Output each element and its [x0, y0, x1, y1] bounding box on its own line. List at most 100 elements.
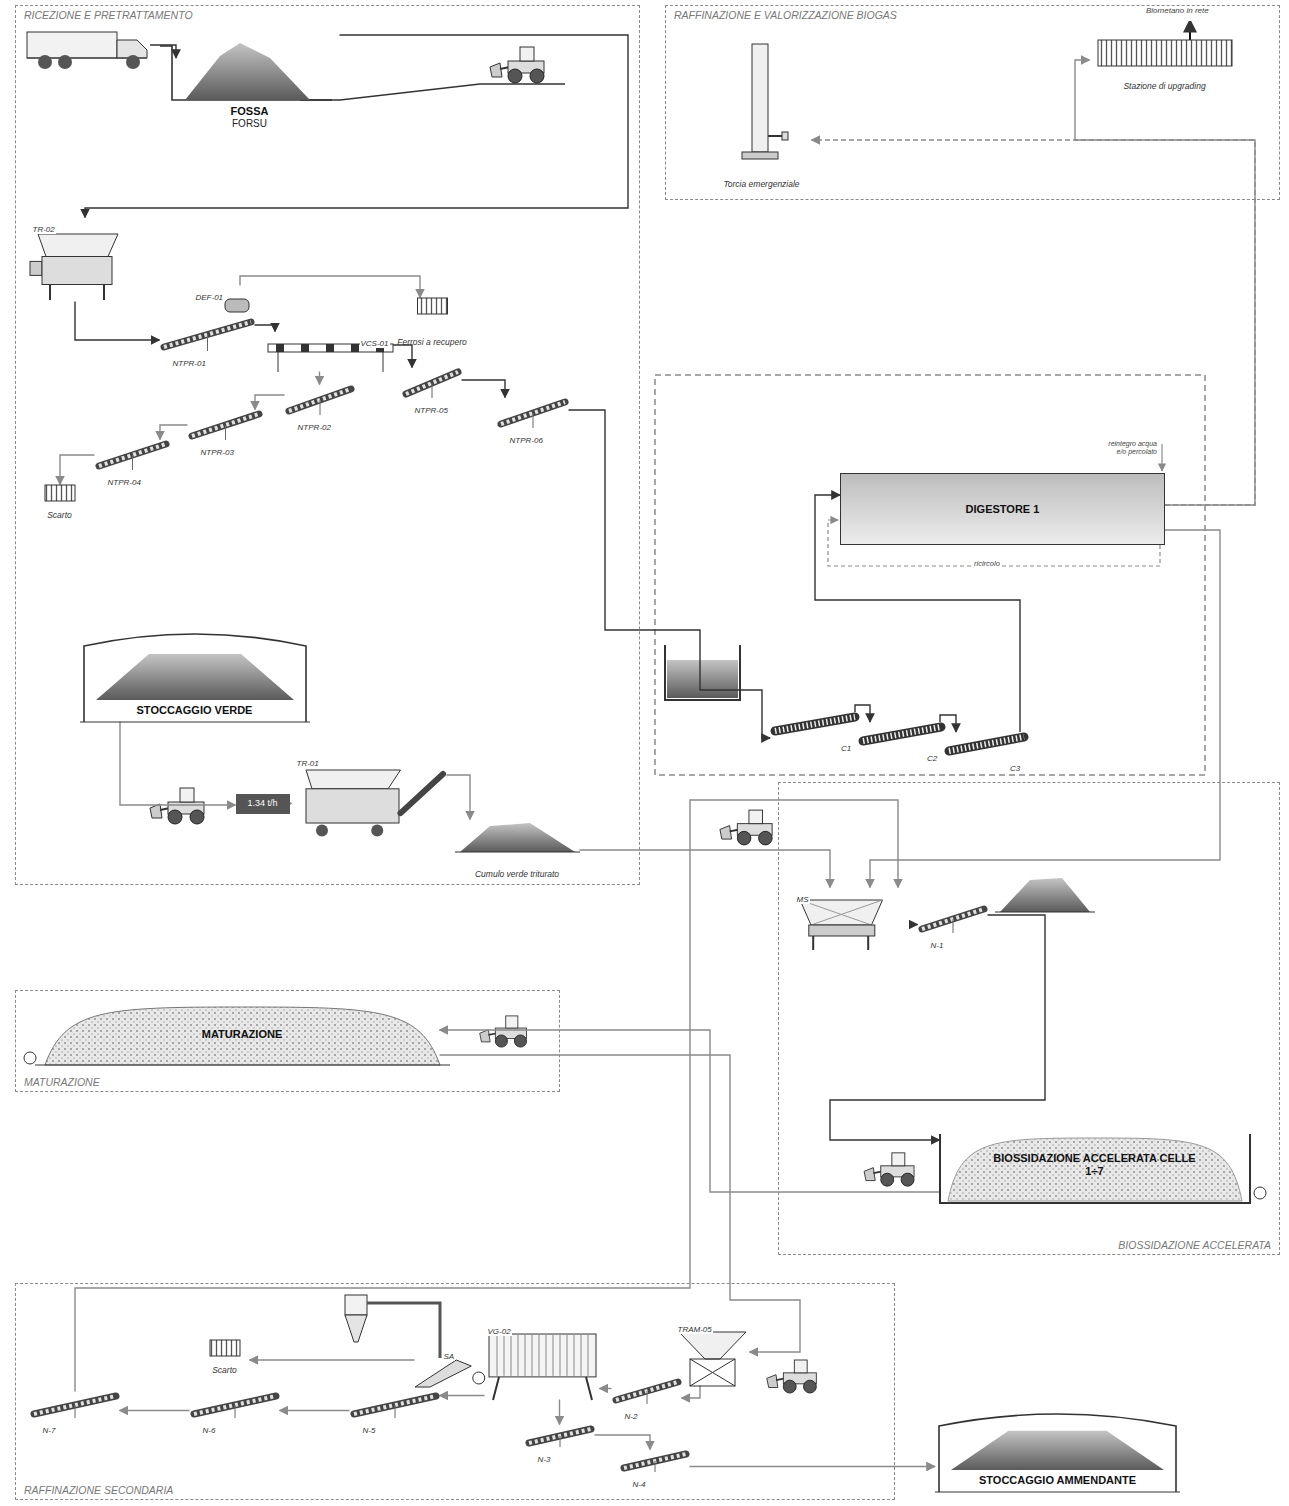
wheel-loader	[150, 788, 204, 824]
equipment-tag: SA	[443, 1352, 456, 1361]
wheel-loader	[767, 1360, 817, 1393]
equipment-tag: N-3	[537, 1455, 552, 1464]
equipment-tag: N-2	[624, 1412, 639, 1421]
digestion-area	[655, 375, 1205, 775]
area-label: RICEZIONE E PRETRATTAMENTO	[22, 9, 633, 21]
flow-connector	[812, 140, 1256, 505]
flow-connector	[319, 372, 320, 385]
flow-connector	[120, 722, 236, 806]
equipment: N-3	[525, 1425, 595, 1459]
flow-connector	[280, 1410, 350, 1411]
equipment-tag: NTPR-05	[414, 406, 449, 415]
equipment-tag: TR-01	[296, 759, 320, 768]
flow-connector	[580, 850, 831, 888]
equipment-tag: NTPR-02	[297, 423, 332, 432]
equipment-tag: VCS-01	[360, 339, 390, 348]
equipment-icon	[770, 712, 860, 748]
node-label: Ferrosi a recupero	[397, 338, 466, 348]
equipment-tag: N-1	[930, 941, 945, 950]
area-label: RAFFINAZIONE SECONDARIA	[22, 1484, 888, 1496]
flow-connector	[830, 915, 1045, 1140]
skip-container: Ferrosi a recupero	[395, 298, 470, 348]
material-pile: Cumulo verde triturato	[455, 820, 580, 880]
flow-connector	[240, 276, 420, 298]
flow-connector	[85, 35, 628, 218]
note-label: reintegro acqua e/o percolato	[1103, 440, 1157, 456]
process-area: BIOSSIDAZIONE ACCELERATA MS N-1BIOSSIDAZIO…	[778, 782, 1280, 1255]
equipment: N-1	[918, 905, 988, 945]
equipment: NTPR-02	[285, 385, 355, 427]
flow-connector	[440, 1395, 485, 1396]
skip-container: Scarto	[35, 485, 85, 521]
area-label: MATURAZIONE	[22, 1076, 553, 1088]
flow-connector	[1075, 60, 1255, 505]
flow-rate-box: 1.34 t/h	[236, 794, 290, 814]
equipment-icon	[712, 40, 812, 190]
equipment: NTPR-06	[497, 398, 569, 440]
equipment: N-2	[612, 1378, 682, 1416]
storage-shed: STOCCAGGIO VERDE	[80, 622, 310, 722]
upgrading-station: Stazione di upgrading	[1090, 40, 1240, 92]
note-label: Biometano in rete	[1146, 6, 1209, 15]
equipment-tag: DEF-01	[195, 293, 225, 302]
flow-connector	[60, 455, 95, 485]
equipment-icon	[285, 385, 355, 427]
feed-tank-content	[667, 660, 738, 698]
equipment: MS	[790, 888, 910, 950]
flow-connector	[595, 1435, 651, 1450]
equipment-icon	[268, 332, 393, 372]
equipment-icon	[620, 1450, 690, 1484]
flow-connector	[440, 1055, 801, 1352]
process-area: MATURAZIONE MATURAZIONE	[15, 990, 560, 1092]
flow-connector	[682, 1386, 701, 1399]
equipment-tag: MS	[796, 895, 810, 904]
equipment: N-7	[30, 1392, 120, 1430]
node-label: BIOSSIDAZIONE ACCELERATA CELLE 1÷7	[990, 1152, 1200, 1177]
equipment: TR-02	[30, 218, 120, 302]
node-label: DIGESTORE 1	[966, 503, 1040, 516]
node-label: Cumulo verde triturato	[475, 870, 559, 880]
equipment-tag: TRAM-05	[677, 1325, 713, 1334]
equipment: DEF-01	[195, 286, 250, 318]
flow-connector	[75, 800, 898, 1392]
wheel-loader	[490, 47, 544, 83]
process-area: RICEZIONE E PRETRATTAMENTOFOSSAFORSUTR-0…	[15, 5, 640, 885]
ground-line	[995, 912, 1095, 913]
equipment-tag: TR-02	[32, 225, 56, 234]
storage-shed: STOCCAGGIO AMMENDANTE	[935, 1402, 1180, 1492]
equipment: TRAM-05	[675, 1318, 750, 1386]
area-label: BIOSSIDAZIONE ACCELERATA	[1116, 1239, 1273, 1251]
equipment: NTPR-05	[402, 368, 462, 410]
equipment-tag: NTPR-03	[200, 448, 235, 457]
flow-connector	[160, 425, 188, 440]
equipment-icon	[497, 398, 569, 440]
equipment-tag: NTPR-04	[107, 478, 142, 487]
flow-connector	[569, 410, 771, 738]
equipment-icon	[944, 732, 1029, 768]
equipment-tag: NTPR-01	[172, 359, 207, 368]
grid-injection-arrow	[1189, 20, 1191, 40]
equipment-icon	[160, 318, 255, 363]
equipment-tag: N-7	[42, 1426, 57, 1435]
equipment-icon	[402, 368, 462, 410]
flow-connector	[559, 1400, 560, 1425]
flow-connector	[870, 530, 1220, 888]
node-label: FOSSA	[231, 105, 269, 118]
equipment: VG-02	[485, 1320, 600, 1400]
flare-column: Torcia emergenziale	[712, 40, 812, 190]
equipment-icon	[30, 1392, 120, 1430]
node-label: MATURAZIONE	[202, 1028, 282, 1041]
equipment-icon	[858, 722, 946, 758]
equipment: C2	[858, 722, 946, 758]
flow-connector	[75, 302, 160, 341]
water-inlet-arrow	[1161, 444, 1162, 471]
wheel-loader	[720, 810, 772, 845]
wheel-loader	[864, 1153, 914, 1186]
equipment-tag: NTPR-06	[509, 436, 544, 445]
air-duct	[367, 1303, 440, 1358]
equipment-icon	[350, 1392, 440, 1430]
equipment: NTPR-01	[160, 318, 255, 363]
